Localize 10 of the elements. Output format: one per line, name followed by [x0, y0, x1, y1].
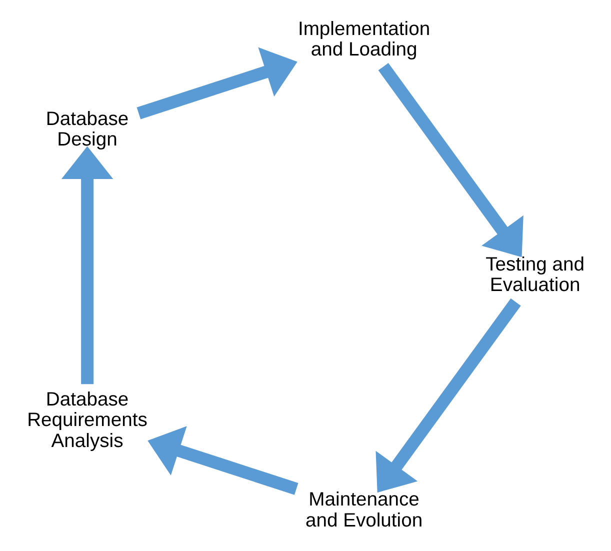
arrow — [136, 47, 297, 120]
arrow — [375, 298, 520, 493]
node-text: Database Design — [45, 108, 128, 150]
arrow — [147, 426, 298, 495]
arrow — [60, 146, 113, 384]
arrow — [378, 62, 523, 258]
node-text: Maintenance and Evolution — [304, 490, 422, 532]
node-text: Implementation and Loading — [297, 18, 430, 61]
node-text: Testing and Evaluation — [485, 254, 584, 296]
node-text: Database Requirements Analysis — [26, 389, 147, 452]
